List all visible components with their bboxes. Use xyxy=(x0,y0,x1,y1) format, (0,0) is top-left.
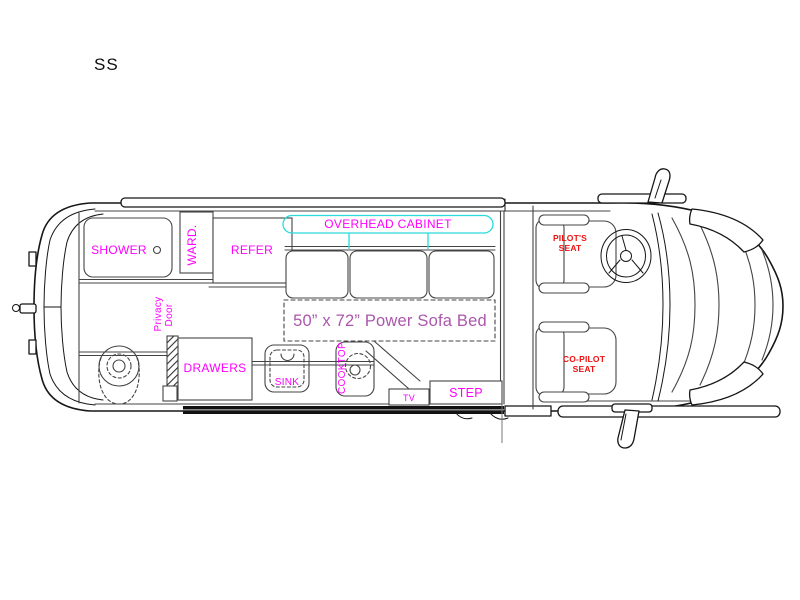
windshield-outer xyxy=(651,213,664,401)
shower-pan xyxy=(83,217,173,278)
copilot-armrest-top xyxy=(538,321,590,333)
side-mirror-bottom xyxy=(617,409,640,449)
cooktop-outline xyxy=(335,341,375,397)
slide-door-track-lower xyxy=(183,411,504,414)
door-jamb-plate xyxy=(504,405,552,417)
sofa-cushion-3 xyxy=(428,250,495,299)
sink-outline xyxy=(264,344,310,393)
tv-cabinet xyxy=(388,388,430,406)
windshield-inner xyxy=(657,212,671,402)
pilot-armrest-top xyxy=(538,214,590,226)
toilet-flush-circle xyxy=(112,359,126,373)
front-bumper-line xyxy=(761,249,774,361)
step-box xyxy=(429,380,503,405)
steering-wheel-inner xyxy=(606,234,646,278)
drawers-cabinet xyxy=(177,337,253,401)
sofa-bed-label: 50” x 72” Power Sofa Bed xyxy=(293,312,487,330)
track-end-curl-1 xyxy=(454,411,473,420)
wardrobe-refer: WARD. REFER xyxy=(179,211,293,284)
steering-wheel-hub xyxy=(620,250,632,262)
sink-faucet xyxy=(280,353,295,362)
steering-wheel-outer xyxy=(600,229,652,283)
wheel-spoke-left xyxy=(608,259,621,274)
rear-hinge-top xyxy=(28,251,37,267)
cab-area: PILOT'S SEAT CO-PILOT SEAT xyxy=(535,214,652,403)
front-running-board xyxy=(557,405,781,418)
drawers-label: DRAWERS xyxy=(184,361,247,375)
tv-label: TV xyxy=(403,393,415,403)
privacy-door-panel xyxy=(166,335,179,387)
sofa-cushion-1 xyxy=(285,250,349,299)
copilot-seat-back xyxy=(535,325,565,397)
overhead-cabinet-label: OVERHEAD CABINET xyxy=(324,217,452,231)
galley: SINK COOKTOP TV STEP xyxy=(264,340,503,406)
counter-diagonal-2 xyxy=(365,350,410,390)
shower-label: SHOWER xyxy=(91,243,147,257)
counter-diagonal-1 xyxy=(373,340,421,382)
wardrobe-cabinet xyxy=(179,211,214,274)
rear-hinge-bottom xyxy=(28,339,37,355)
hood-crease-2 xyxy=(699,224,720,386)
sofa-cushion-2 xyxy=(349,250,428,299)
cooktop-label: COOKTOP xyxy=(337,342,348,394)
pilot-seat-label-line1: PILOT'S xyxy=(553,233,587,243)
pilot-seat-back xyxy=(535,218,565,290)
track-end-curl-2 xyxy=(489,412,509,420)
privacy-door-drawers: Privacy Door DRAWERS xyxy=(153,297,253,402)
sink-basin-dashed xyxy=(269,349,305,388)
overhead-cabinet-outline xyxy=(282,214,494,234)
pilot-armrest-bottom xyxy=(538,282,590,294)
copilot-seat-label-line1: CO-PILOT xyxy=(563,354,606,364)
wheel-spoke-right xyxy=(631,259,644,274)
front-fascia-line xyxy=(740,239,756,371)
privacy-door-label-line1: Privacy xyxy=(153,297,164,332)
sofa-bed-extent-dashed xyxy=(283,299,496,342)
refrigerator-label: REFER xyxy=(231,243,273,257)
roof-rail xyxy=(120,197,506,208)
toilet-seat-circle xyxy=(106,353,132,379)
slide-door-track-upper xyxy=(183,406,504,410)
refrigerator-cabinet xyxy=(212,217,293,284)
cooktop-burner-inner xyxy=(349,364,361,376)
van-body xyxy=(12,168,784,449)
rear-handle-knob xyxy=(12,304,20,312)
wheel-spoke-top xyxy=(621,235,627,251)
model-code: SS xyxy=(94,55,119,74)
wardrobe-label: WARD. xyxy=(185,224,199,265)
cab-roof-bar xyxy=(597,193,687,204)
rear-door-handle xyxy=(19,303,37,314)
cooktop-burner-outer xyxy=(344,352,372,380)
step-label: STEP xyxy=(449,386,483,400)
hood-crease-1 xyxy=(671,217,696,393)
bathroom: SHOWER xyxy=(83,217,173,405)
copilot-armrest-bottom xyxy=(538,391,590,403)
sink-label: SINK xyxy=(275,377,300,388)
side-mirror-top-line xyxy=(654,179,662,199)
toilet-bowl-outline xyxy=(98,357,140,405)
side-mirror-bottom-line xyxy=(620,413,627,441)
headlight-top xyxy=(688,208,764,253)
copilot-seat-label-line2: SEAT xyxy=(573,364,596,374)
pilot-seat-label-line2: SEAT xyxy=(559,243,582,253)
shower-drain xyxy=(152,245,162,255)
headlight-bottom xyxy=(688,361,764,406)
sofa-area: OVERHEAD CABINET 50” x 72” Power Sofa Be… xyxy=(282,214,496,342)
privacy-door-label-line2: Door xyxy=(164,303,175,326)
privacy-door-foot xyxy=(162,385,178,402)
